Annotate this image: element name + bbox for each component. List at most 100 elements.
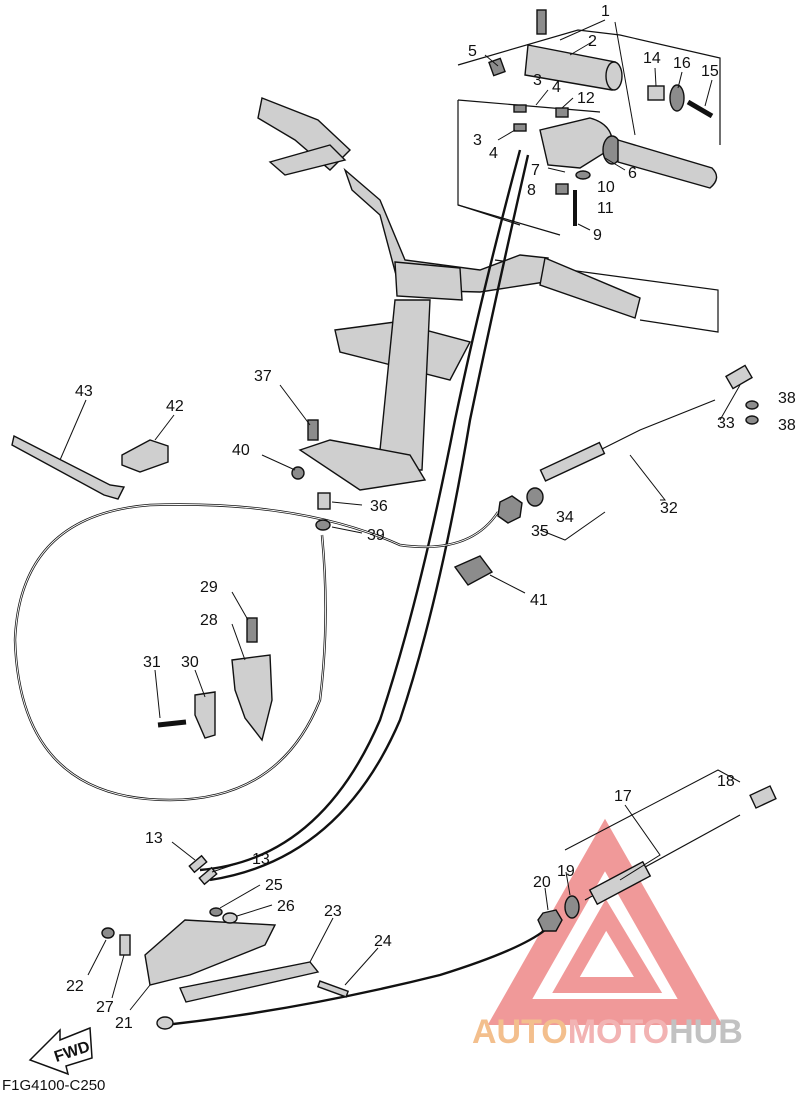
cable-lower (164, 929, 546, 1027)
leader-20 (544, 887, 549, 911)
watermark-word-hub: HUB (669, 1013, 743, 1051)
callout-21: 21 (115, 1015, 133, 1032)
leader-19 (565, 871, 571, 896)
callout-40: 40 (232, 442, 250, 459)
part-8-bolt (555, 183, 569, 195)
callout-28: 28 (200, 612, 218, 629)
callout-27: 27 (96, 999, 114, 1016)
leader-18 (564, 769, 741, 851)
leader-24 (344, 947, 379, 986)
callout-17: 17 (614, 788, 632, 805)
callout-32: 32 (660, 500, 678, 517)
part-13-fitting-a (188, 854, 208, 874)
part-39-washer (315, 519, 331, 531)
callout-10: 10 (597, 179, 615, 196)
leader-32 (629, 454, 667, 501)
fwd-arrow-shape (28, 1026, 93, 1076)
callout-33: 33 (717, 415, 735, 432)
part-35-nut (497, 495, 523, 524)
part-43-cable-tie (11, 434, 126, 500)
part-22-nut (101, 927, 115, 939)
callout-29: 29 (200, 579, 218, 596)
callout-1: 1 (601, 3, 610, 20)
leader-2 (569, 41, 593, 56)
leader-42 (154, 414, 175, 441)
leader-27 (111, 954, 125, 999)
throttle-grip-sleeve (617, 139, 718, 189)
callout-41: 41 (530, 592, 548, 609)
cable-throttle-a (199, 149, 522, 872)
cable-shift-end (539, 441, 606, 482)
part-18-fitting (749, 785, 777, 809)
callout-39: 39 (367, 527, 385, 544)
cable-shift (599, 399, 716, 451)
part-3-spring (513, 104, 527, 113)
part-27-pin (119, 934, 131, 956)
forward-arrow: FWD (28, 1026, 93, 1076)
part-23-link (179, 961, 320, 1003)
leader-16 (677, 71, 683, 89)
part-15-screw (686, 99, 714, 119)
part-19-washer (564, 895, 580, 919)
part-42-clamp (121, 439, 169, 473)
part-24-rod (316, 980, 350, 998)
part-25-washer (209, 907, 223, 917)
callout-8: 8 (527, 182, 536, 199)
leader-30 (194, 669, 206, 698)
part-38-washer-a (745, 400, 759, 410)
steering-base (298, 439, 427, 491)
part-26-washer (222, 912, 238, 924)
part-20-nut (537, 909, 563, 932)
callout-15: 15 (701, 63, 719, 80)
callout-13b: 13 (252, 851, 270, 868)
grip-tube-end (605, 61, 623, 91)
leader-3b (497, 129, 516, 141)
part-31-bolt (157, 719, 187, 728)
throttle-housing (539, 117, 614, 169)
screw-top (536, 9, 547, 35)
callout-7: 7 (531, 162, 540, 179)
diagram-code: F1G4100-C250 (2, 1077, 105, 1094)
cable-17-fitting (588, 860, 652, 906)
callout-14: 14 (643, 50, 661, 67)
group-frame-right (494, 259, 719, 333)
callout-16: 16 (673, 55, 691, 72)
watermark-word-auto: AUTO (472, 1013, 568, 1051)
cable-loop-inner (14, 504, 499, 801)
callout-18: 18 (717, 773, 735, 790)
watermark-text: AUTOMOTOHUB (472, 1013, 743, 1051)
leader-1b (614, 21, 636, 136)
callout-12: 12 (577, 90, 595, 107)
leader-5 (484, 54, 499, 67)
leader-12 (561, 97, 574, 109)
leader-33 (719, 384, 741, 421)
leader-25 (219, 884, 261, 909)
part-41-pad (453, 555, 494, 586)
callout-5: 5 (468, 43, 477, 60)
leader-17 (619, 804, 661, 881)
callout-labels: 1 2 3 4 5 12 14 16 15 3 4 7 6 10 8 11 9 … (66, 3, 796, 1032)
cable-routing (13, 149, 777, 1027)
cable-end-eye (156, 1016, 174, 1030)
part-12-nut (555, 107, 569, 118)
callout-38a: 38 (778, 390, 796, 407)
part-16-washer (669, 84, 685, 112)
part-33-end (725, 364, 753, 390)
leader-13a (171, 841, 196, 861)
leader-31 (154, 669, 161, 719)
watermark-triangle-inner (552, 899, 663, 993)
callout-22: 22 (66, 978, 84, 995)
handlebar-right-grip (539, 257, 641, 319)
part-34-washer (526, 487, 544, 507)
group-frame-upper (457, 29, 721, 145)
callout-26: 26 (277, 898, 295, 915)
callout-19: 19 (557, 863, 575, 880)
part-5-clip (488, 57, 506, 77)
leader-34-35 (539, 511, 606, 541)
leader-7 (547, 167, 566, 173)
handlebar-clamp (394, 261, 463, 301)
callout-24: 24 (374, 933, 392, 950)
callout-30: 30 (181, 654, 199, 671)
group-frame-lower (457, 100, 521, 226)
